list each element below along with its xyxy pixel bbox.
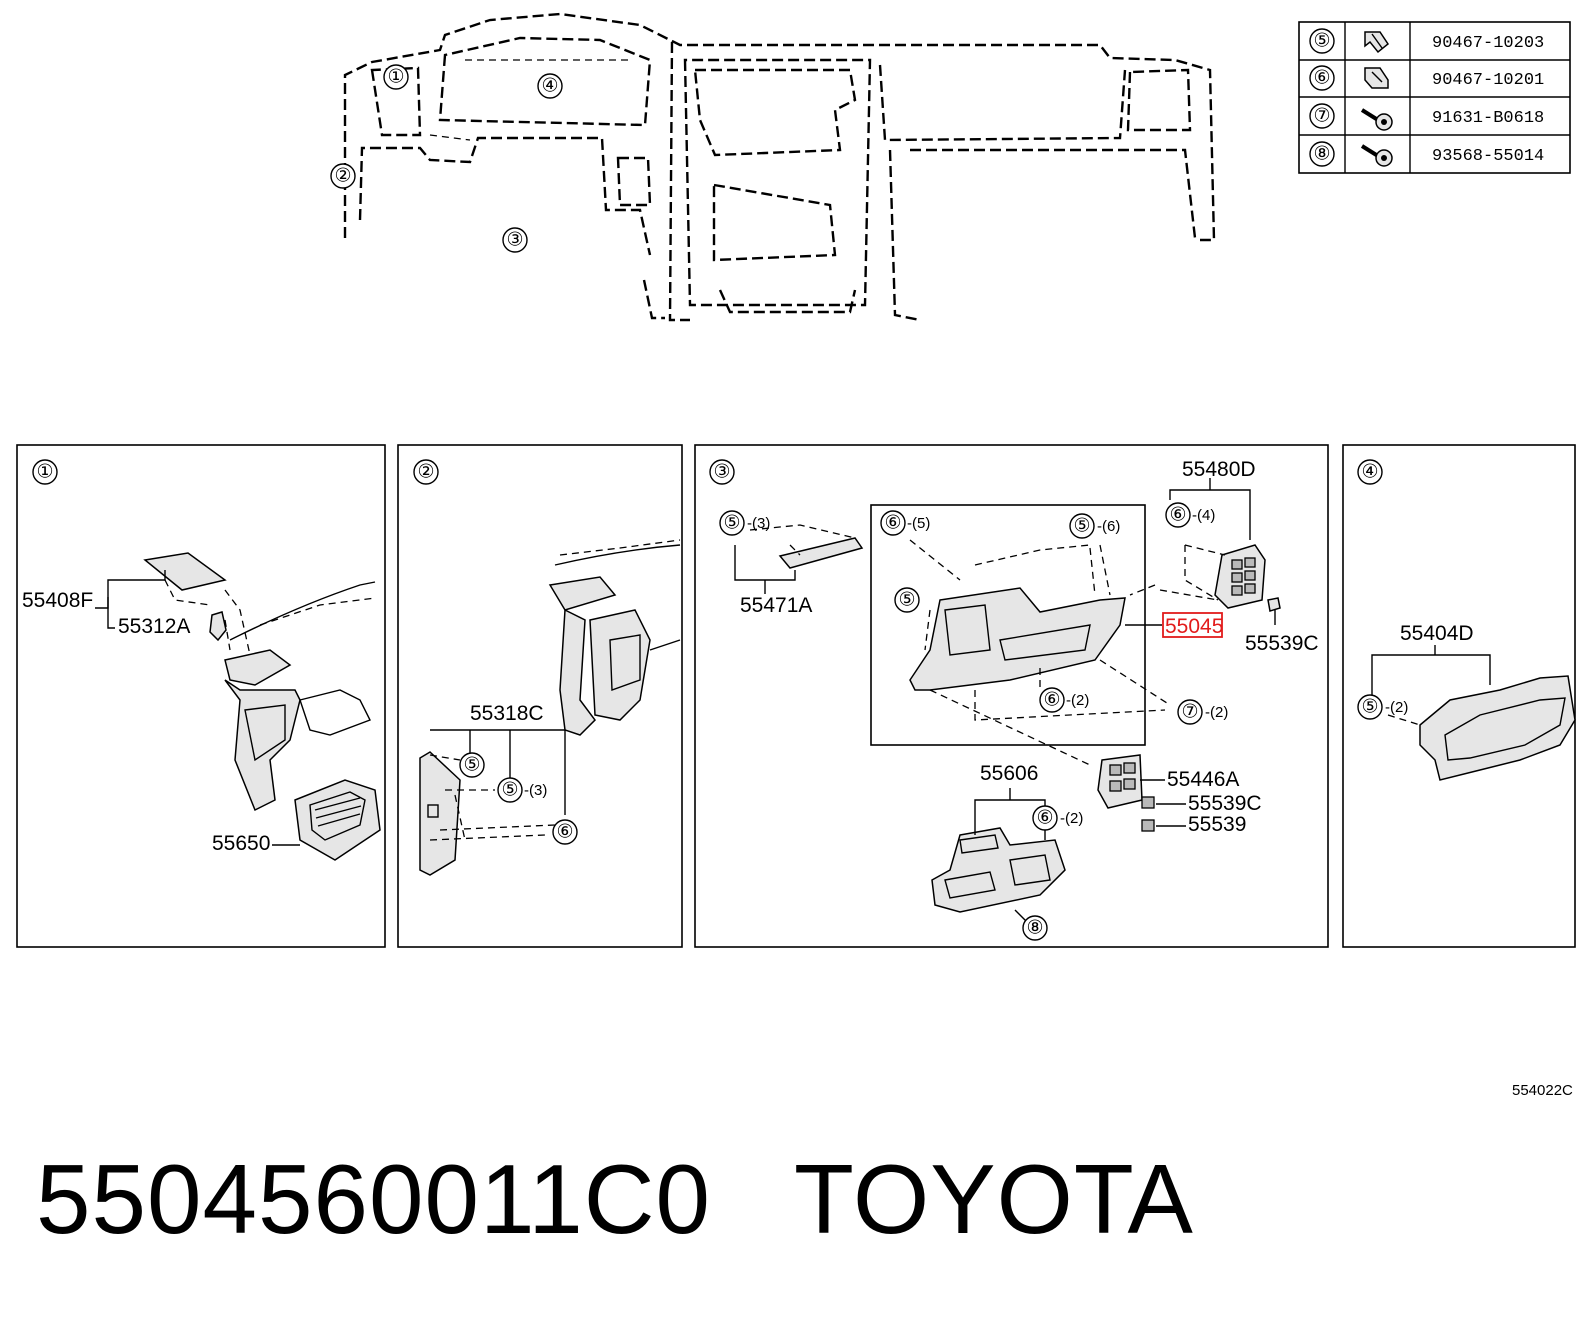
table-row: ⑦ 91631-B0618 <box>1309 103 1544 131</box>
svg-text:-(4): -(4) <box>1192 507 1215 524</box>
clip-icon <box>1364 31 1390 54</box>
svg-text:-(2): -(2) <box>1060 810 1083 827</box>
svg-text:-(5): -(5) <box>907 515 930 532</box>
panel-number: ② <box>417 462 434 483</box>
screw-icon <box>1360 108 1393 131</box>
fastener-part-number: 90467-10203 <box>1432 34 1544 53</box>
svg-text:55045: 55045 <box>1165 615 1223 638</box>
fastener-part-number: 93568-55014 <box>1432 147 1544 166</box>
lower-tray-part <box>931 827 1066 913</box>
svg-text:⑧: ⑧ <box>1026 918 1043 939</box>
small-switch-part <box>1267 597 1281 612</box>
panel-1: ① 55408F 55312A 55650 <box>16 444 386 948</box>
svg-text:⑤: ⑤ <box>723 513 740 534</box>
part-number-footer: 5504560011C0 TOYOTA <box>36 1144 1194 1254</box>
fastener-table: ⑤ 90467-10203 ⑥ 90467-10201 ⑦ 9 <box>1298 21 1571 174</box>
svg-text:⑦: ⑦ <box>1181 702 1198 723</box>
svg-text:⑤: ⑤ <box>1073 516 1090 537</box>
table-row: ⑥ 90467-10201 <box>1309 65 1544 91</box>
svg-text:②: ② <box>334 166 351 187</box>
svg-text:-(2): -(2) <box>1066 692 1089 709</box>
part-label: 55539 <box>1188 813 1246 836</box>
clip-icon <box>1364 67 1389 89</box>
meter-hood-part <box>1419 675 1576 781</box>
overview-callouts: ① ④ ② ③ <box>330 64 563 253</box>
cover-part <box>143 552 227 591</box>
svg-text:⑥: ⑥ <box>1036 808 1053 829</box>
diagram-reference-code: 554022C <box>1512 1082 1573 1099</box>
clip-part <box>209 611 227 642</box>
panel-number: ④ <box>1361 462 1378 483</box>
fastener-ref: ⑥ <box>1313 68 1330 89</box>
svg-text:-(2): -(2) <box>1205 704 1228 721</box>
svg-text:-(3): -(3) <box>524 782 547 799</box>
highlighted-part-number[interactable]: 55045 <box>1162 612 1223 638</box>
fastener-ref: ⑧ <box>1313 144 1330 165</box>
svg-text:④: ④ <box>541 76 558 97</box>
svg-text:①: ① <box>387 67 404 88</box>
svg-text:⑤: ⑤ <box>501 780 518 801</box>
svg-text:③: ③ <box>506 230 523 251</box>
svg-text:⑥: ⑥ <box>556 822 573 843</box>
svg-text:-(6): -(6) <box>1097 518 1120 535</box>
panel-number: ① <box>36 462 53 483</box>
part-label: 55312A <box>118 615 190 638</box>
svg-text:⑥: ⑥ <box>1169 505 1186 526</box>
panel-number: ③ <box>713 462 730 483</box>
svg-text:-(2): -(2) <box>1385 699 1408 716</box>
svg-text:⑥: ⑥ <box>884 513 901 534</box>
dashboard-overview: ① ④ ② ③ <box>330 12 1216 322</box>
table-row: ⑧ 93568-55014 <box>1309 141 1544 167</box>
part-label: 55318C <box>470 702 544 725</box>
svg-text:⑤: ⑤ <box>898 590 915 611</box>
part-label: 55471A <box>740 594 812 617</box>
part-label: 55606 <box>980 762 1038 785</box>
part-label: 55404D <box>1400 622 1474 645</box>
svg-text:⑤: ⑤ <box>463 755 480 776</box>
part-label: 55539C <box>1188 792 1262 815</box>
panel-2: ② 55318C ⑤ ⑤ -(3) ⑥ <box>397 444 683 948</box>
panel-4: ④ 55404D ⑤ -(2) <box>1342 444 1576 948</box>
panel-3: ③ ⑤ -(3) 55471A ⑥ -(5) ⑤ -(6) ⑤ <box>694 444 1329 948</box>
part-label: 55539C <box>1245 632 1319 655</box>
fastener-part-number: 90467-10201 <box>1432 71 1544 90</box>
fastener-ref: ⑤ <box>1313 31 1330 52</box>
lower-panel-part <box>909 587 1126 691</box>
part-label: 55650 <box>212 832 270 855</box>
svg-text:-(3): -(3) <box>747 515 770 532</box>
fastener-ref: ⑦ <box>1313 106 1330 127</box>
part-label: 55446A <box>1167 768 1239 791</box>
screw-icon <box>1360 144 1393 167</box>
svg-text:⑤: ⑤ <box>1361 697 1378 718</box>
part-label: 55480D <box>1182 458 1256 481</box>
part-label: 55408F <box>22 589 93 612</box>
svg-text:⑥: ⑥ <box>1043 690 1060 711</box>
fastener-part-number: 91631-B0618 <box>1432 109 1544 128</box>
side-cover-part <box>419 751 461 876</box>
table-row: ⑤ 90467-10203 <box>1309 28 1544 54</box>
trim-strip-part <box>778 537 864 569</box>
